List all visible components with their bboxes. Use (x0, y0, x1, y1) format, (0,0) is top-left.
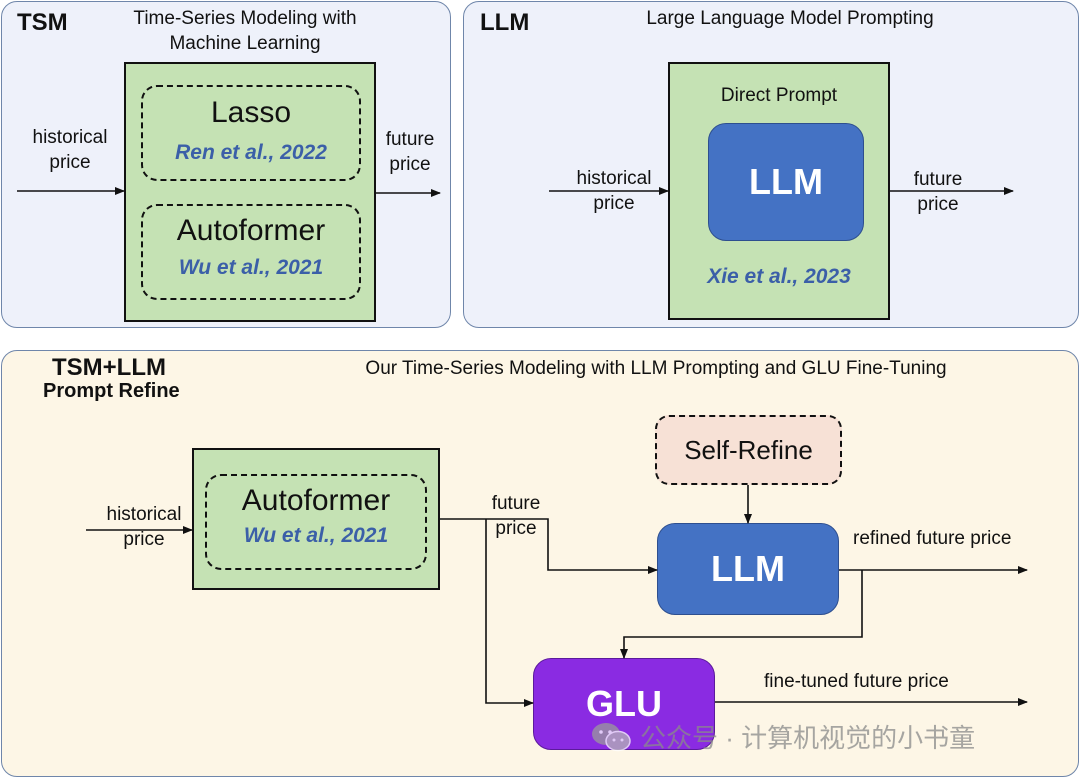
lasso-name: Lasso (210, 96, 292, 129)
tsm-output-label: future price (372, 127, 448, 177)
lasso-model (141, 85, 361, 181)
combined-input-line1: historical (106, 504, 182, 525)
llm-model-label: LLM (749, 161, 823, 202)
combined-autoformer-model (205, 474, 427, 570)
llm-citation: Xie et al., 2023 (707, 265, 851, 288)
combined-panel-subtag: Prompt Refine (43, 380, 180, 402)
combined-panel-title: Our Time-Series Modeling with LLM Prompt… (365, 358, 947, 379)
autoformer-name: Autoformer (176, 214, 326, 247)
tsm-output-line2: price (389, 154, 431, 175)
llm-output-label: future price (898, 167, 978, 217)
lasso-citation: Ren et al., 2022 (175, 141, 327, 164)
llm-model-box: LLM (708, 123, 864, 241)
llm-panel-tag: LLM (480, 9, 530, 36)
tsm-title-line2: Machine Learning (169, 33, 321, 54)
llm-output-line2: price (917, 194, 959, 215)
combined-input-label: historical price (94, 502, 194, 552)
glu-label: GLU (586, 683, 662, 724)
llm-output-line1: future (913, 169, 963, 190)
tsm-input-label: historical price (14, 125, 126, 175)
autoformer-to-glu-arrow (485, 519, 534, 707)
wechat-icon (592, 722, 631, 751)
autoformer-to-llm-arrow (440, 518, 658, 574)
llm-input-label: historical price (556, 166, 672, 216)
combined-autoformer-name: Autoformer (241, 484, 391, 517)
tsm-panel-tag: TSM (17, 9, 68, 36)
llm-input-line2: price (593, 193, 635, 214)
tsm-input-line2: price (49, 152, 91, 173)
combined-mid-label: future price (478, 491, 554, 541)
self-refine-label: Self-Refine (684, 434, 813, 465)
tsm-input-line1: historical (32, 127, 108, 148)
refined-output-label: refined future price (853, 528, 1012, 549)
tsm-title-line1: Time-Series Modeling with (133, 8, 357, 29)
watermark-text: 公众号 · 计算机视觉的小书童 (640, 723, 976, 753)
refine-llm-box: LLM (657, 523, 839, 615)
tsm-panel-title: Time-Series Modeling with Machine Learni… (100, 6, 390, 56)
llm-panel-title: Large Language Model Prompting (646, 8, 934, 29)
refine-llm-label: LLM (711, 548, 785, 589)
combined-model-box (192, 448, 440, 590)
llm-input-line1: historical (576, 168, 652, 189)
watermark: 公众号 · 计算机视觉的小书童 (590, 718, 975, 755)
combined-autoformer-citation: Wu et al., 2021 (243, 524, 389, 547)
autoformer-model (141, 204, 361, 300)
combined-mid-line1: future (491, 493, 541, 514)
autoformer-citation: Wu et al., 2021 (178, 256, 324, 279)
combined-panel-tag: TSM+LLM (52, 354, 166, 381)
direct-prompt-title: Direct Prompt (720, 85, 838, 106)
self-refine-box: Self-Refine (655, 415, 842, 485)
combined-input-line2: price (123, 529, 165, 550)
finetuned-output-label: fine-tuned future price (764, 671, 949, 692)
llm-to-glu-arrow (620, 570, 863, 659)
tsm-output-line1: future (385, 129, 435, 150)
combined-mid-line2: price (495, 518, 537, 539)
tsm-model-box (124, 62, 376, 322)
